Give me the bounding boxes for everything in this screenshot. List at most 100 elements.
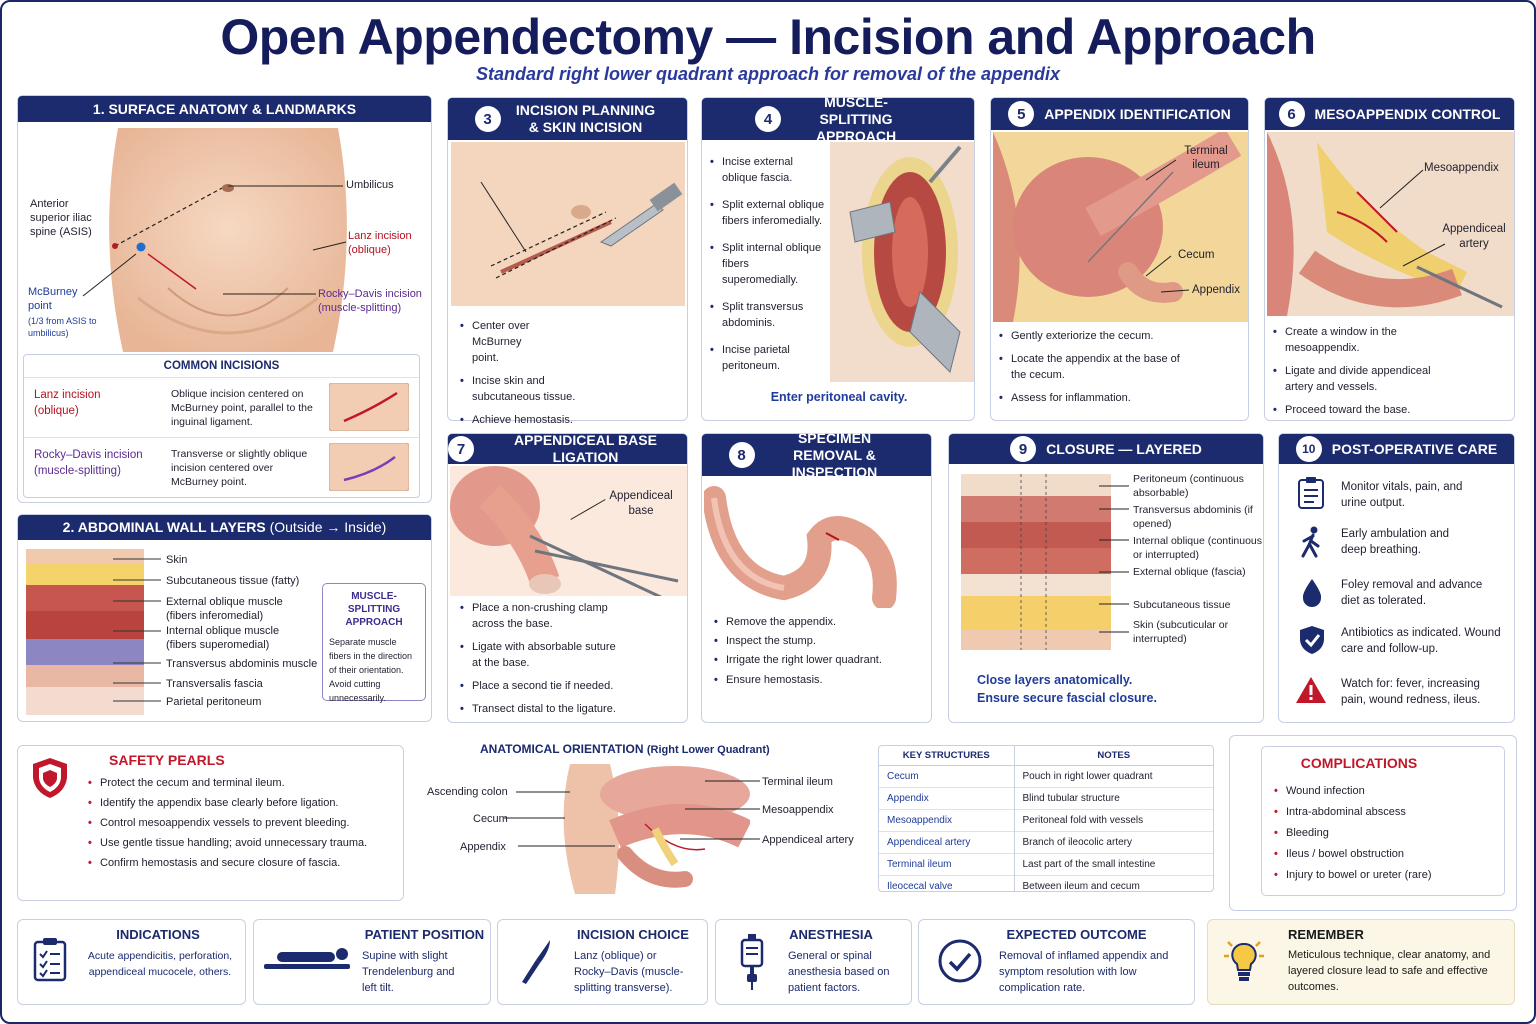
step-item: Ensure hemostasis. [714,672,924,688]
panel-title: INCISION PLANNING & SKIN INCISION [515,102,656,135]
closure-illustration [961,474,1111,650]
complication-item: Wound infection [1274,783,1499,799]
panel-wall-layers: 2. ABDOMINAL WALL LAYERS (Outside → Insi… [17,514,432,722]
label-appendiceal-artery: Appendiceal artery [1442,223,1506,250]
landmark-lines [82,185,347,297]
orientation-title-sub: (Right Lower Quadrant) [646,744,770,756]
footer-card-anesthesia: ANESTHESIA General or spinal anesthesia … [715,919,912,1005]
footer-card-text: Acute appendicitis, perforation, appendi… [87,950,233,978]
step-item: Ligate with absorbable suture at the bas… [460,639,625,671]
page-title: Open Appendectomy — Incision and Approac… [220,9,1316,65]
step-item: Transect distal to the ligature. [460,701,680,717]
common-incisions-title: COMMON INCISIONS [163,360,280,372]
panel-safety-pearls: SAFETY PEARLS Protect the cecum and term… [17,745,404,901]
footer-card-title: EXPECTED OUTCOME [1006,927,1147,942]
lying-patient-icon [264,948,350,969]
table-cell-structure: Appendix [879,787,1015,810]
shield-icon [33,758,67,798]
rlq-anatomy-illustration [563,764,750,894]
orientation-label: Terminal ileum [762,776,833,788]
panel-complications: COMPLICATIONS Wound infection Intra-abdo… [1261,746,1505,896]
complication-item: Ileus / bowel obstruction [1274,846,1499,862]
footer-card-incision-choice: INCISION CHOICE Lanz (oblique) or Rocky–… [497,919,708,1005]
care-item: Watch for: fever, increasing pain, wound… [1341,678,1481,706]
panel-title: MUSCLE-SPLITTING APPROACH [815,93,897,144]
step-number: 6 [1278,101,1305,127]
step-list: Create a window in the mesoappendix. Lig… [1273,324,1453,425]
closure-label: Peritoneum (continuous absorbable) [1133,473,1244,499]
base-ligation-illustration [450,466,687,596]
panel-title: APPENDIX IDENTIFICATION [1044,105,1231,122]
step-item: Incise skin and subcutaneous tissue. [460,373,580,405]
incision-illustration [451,142,685,306]
step-item: Incise parietal peritoneum. [710,342,825,374]
step-item: Achieve hemostasis. [460,412,680,428]
complications-list: Wound infection Intra-abdominal abscess … [1274,783,1499,890]
warning-icon [1296,677,1326,703]
table-cell-note: Last part of the small intestine [1014,853,1213,876]
lanz-incision-thumb [329,383,409,431]
footer-card-text: Meticulous technique, clear anatomy, and… [1288,949,1491,993]
label-appendiceal-base: Appendiceal base [609,490,673,517]
label-cecum: Cecum [1178,249,1215,261]
specimen-illustration [704,486,897,608]
label-pointers [1379,169,1446,267]
footer-card-title: REMEMBER [1288,927,1364,942]
step-item: Proceed toward the base. [1273,402,1453,418]
complication-item: Bleeding [1274,825,1499,841]
table-cell-note: Between ileum and cecum [1014,875,1213,891]
step-item: Ligate and divide appendiceal artery and… [1273,363,1453,395]
orientation-label: Appendix [460,841,506,853]
orientation-label: Mesoappendix [762,804,834,816]
table-cell-structure: Terminal ileum [879,853,1015,876]
layer-label: Parietal peritoneum [166,696,262,708]
orientation-label: Cecum [473,813,508,825]
label-appendix: Appendix [1192,284,1240,296]
step-item: Remove the appendix. [714,614,924,630]
layer-label: Transversalis fascia [166,678,263,690]
table-cell-note: Pouch in right lower quadrant [1014,765,1213,788]
muscle-splitting-box: MUSCLE-SPLITTING APPROACH Separate muscl… [322,583,426,703]
panel-complications-outer: COMPLICATIONS Wound infection Intra-abdo… [1229,735,1517,911]
table-header-cell: NOTES [1014,746,1213,766]
footer-card-title: PATIENT POSITION [364,927,485,942]
safety-item: Control mesoappendix vessels to prevent … [88,815,398,831]
check-circle-icon [938,939,982,983]
safety-list: Protect the cecum and terminal ileum. Id… [88,775,398,878]
step-item: Inspect the stump. [714,633,924,649]
incision-row: Lanz incision (oblique) Oblique incision… [24,377,419,437]
label-mcburney-note: (1/3 from ASIS to umbilicus) [28,316,97,338]
scalpel-icon [522,940,550,984]
page-subtitle: Standard right lower quadrant approach f… [475,64,1061,84]
step-number: 7 [448,436,474,462]
layer-label: External oblique muscle (fibers inferome… [166,596,283,622]
water-drop-icon [1302,579,1322,607]
table-cell-note: Peritoneal fold with vessels [1014,809,1213,832]
table-cell-structure: Ileocecal valve [879,875,1015,891]
step-list: Remove the appendix. Inspect the stump. … [714,614,924,695]
incision-row: Rocky–Davis incision (muscle-splitting) … [24,437,419,497]
abdomen-illustration [109,128,347,352]
footer-card-title: INDICATIONS [116,927,200,942]
step-item: Gently exteriorize the cecum. [999,328,1189,344]
box-text: Separate muscle fibers in the direction … [329,637,413,703]
incision-row-desc: Transverse or slightly oblique incision … [171,448,308,488]
safety-item: Protect the cecum and terminal ileum. [88,775,398,791]
closure-label: Internal oblique (continuous or interrup… [1133,535,1263,561]
rocky-davis-incision-thumb [329,443,409,491]
footer-card-expected-outcome: EXPECTED OUTCOME Removal of inflamed app… [918,919,1195,1005]
label-lanz: Lanz incision (oblique) [348,230,412,256]
table-header-cell: KEY STRUCTURES [879,746,1015,766]
